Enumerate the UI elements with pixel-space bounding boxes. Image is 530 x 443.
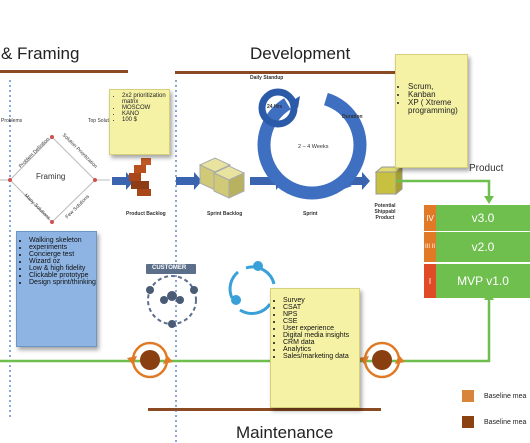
framing-underline-bar xyxy=(0,70,128,73)
experiments-item: Walking skeleton xyxy=(29,237,96,244)
green-arrow-head xyxy=(484,196,494,204)
version-label: MVP v1.0 xyxy=(436,264,530,298)
framing-far-left-label: Problems xyxy=(1,118,23,124)
version-label: v2.0 xyxy=(436,232,530,262)
methods-item: XP ( Xtreme programming) xyxy=(408,99,467,115)
sprint-backlog-cubes xyxy=(198,157,246,199)
feedback-item: CSE xyxy=(283,318,359,325)
customer-label: CUSTOMER xyxy=(152,265,187,271)
version-roman: III II xyxy=(424,232,436,262)
framing-diamond xyxy=(0,135,110,224)
prioritization-note: 2x2 prioritization matrix MOSCOW KANO 10… xyxy=(109,89,170,155)
duration-label: Duration xyxy=(342,114,363,120)
hrs-label: 24 Hrs xyxy=(267,104,283,110)
experiments-item: Wizard oz xyxy=(29,258,96,265)
feedback-item: Survey xyxy=(283,297,359,304)
prioritization-item: 2x2 prioritization matrix xyxy=(122,93,169,105)
experiments-item: Low & high fidelity xyxy=(29,265,96,272)
experiments-item: Clickable prototype xyxy=(29,272,96,279)
version-block-v2: III II v2.0 xyxy=(424,232,530,262)
heading-development: Development xyxy=(250,44,351,63)
methods-note: Scrum, Kanban XP ( Xtreme programming) xyxy=(395,54,468,168)
sprint-flow-arrows xyxy=(112,172,370,190)
sprint-backlog-label: Sprint Backlog xyxy=(207,211,243,217)
legend-label: Baseline mea xyxy=(484,392,527,400)
green-product-flow xyxy=(0,179,491,363)
version-roman: IV xyxy=(424,205,436,231)
legend-item: Baseline mea xyxy=(462,416,530,428)
feedback-note: Survey CSAT NPS CSE User experience Digi… xyxy=(270,288,360,408)
maintenance-overline-bar xyxy=(148,408,381,411)
development-underline-bar xyxy=(175,71,407,74)
experiments-item: experiments xyxy=(29,244,96,251)
experiments-item: Design sprint/thinking xyxy=(29,279,96,286)
feedback-item: Analytics xyxy=(283,346,359,353)
sprint-loop xyxy=(257,88,367,200)
heading-maintenance: Maintenance xyxy=(236,423,334,442)
product-backlog-label: Product Backlog xyxy=(126,211,166,217)
feedback-item: CRM data xyxy=(283,339,359,346)
feedback-item: CSAT xyxy=(283,304,359,311)
weeks-label: 2 – 4 Weeks xyxy=(298,144,329,150)
feedback-circle-right xyxy=(359,341,405,379)
daily-standup-label: Daily Standup xyxy=(250,75,284,81)
version-block-v3: IV v3.0 xyxy=(424,205,530,231)
framing-top-right-label: Top Solution xyxy=(88,118,116,124)
prioritization-item: MOSCOW xyxy=(122,105,169,111)
feedback-item: Sales/marketing data xyxy=(283,353,359,360)
feedback-item: NPS xyxy=(283,311,359,318)
feedback-item: Digital media insights xyxy=(283,332,359,339)
increment-label: Potential Shippabl Product xyxy=(374,203,396,221)
version-block-mvp: I MVP v1.0 xyxy=(424,264,530,298)
version-label: v3.0 xyxy=(436,205,530,231)
heading-framing: & Framing xyxy=(1,44,80,63)
feedback-circle-left xyxy=(127,341,173,379)
version-roman: I xyxy=(424,264,436,298)
legend-label: Baseline mea xyxy=(484,418,527,426)
legend-swatch xyxy=(462,416,474,428)
legend-item: Baseline mea xyxy=(462,390,530,402)
customer-group-icon xyxy=(146,264,198,328)
experiments-note: Walking skeleton experiments Concierge t… xyxy=(16,231,97,347)
product-backlog-blocks xyxy=(129,158,151,196)
legend-swatch xyxy=(462,390,474,402)
sprint-label: Sprint xyxy=(303,211,318,217)
experiments-item: Concierge test xyxy=(29,251,96,258)
methods-item: Kanban xyxy=(408,91,467,99)
increment-box xyxy=(374,165,404,196)
methods-item: Scrum, xyxy=(408,83,467,91)
product-label: Product xyxy=(469,163,504,174)
framing-center-label: Framing xyxy=(36,172,66,181)
feedback-item: User experience xyxy=(283,325,359,332)
legend: Baseline mea Baseline mea xyxy=(462,390,530,428)
prioritization-item: 100 $ xyxy=(122,117,169,123)
prioritization-item: KANO xyxy=(122,111,169,117)
